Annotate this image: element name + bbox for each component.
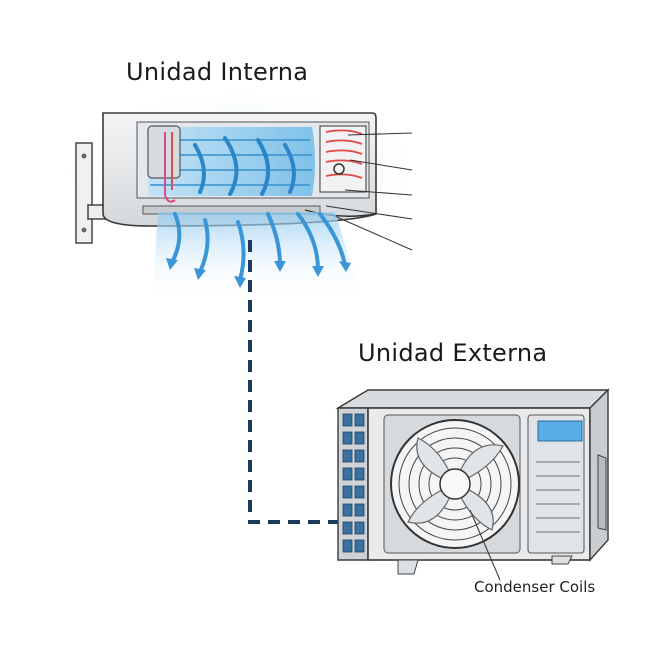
control-board xyxy=(319,125,367,193)
refrigerant-pipe xyxy=(164,132,176,203)
sensor-icon xyxy=(333,163,345,175)
service-valve xyxy=(597,454,607,531)
indoor-unit-label: Unidad Interna xyxy=(126,58,309,86)
coils-callout-line xyxy=(469,509,501,581)
outdoor-side xyxy=(337,407,369,561)
outdoor-unit-label: Unidad Externa xyxy=(358,339,548,367)
airflow-arrows xyxy=(170,212,347,282)
condenser-coils-label: Condenser Coils xyxy=(474,578,596,596)
fan-icon xyxy=(390,419,520,549)
outdoor-top xyxy=(335,389,610,409)
heating-wires xyxy=(325,129,363,179)
outdoor-unit xyxy=(335,388,610,581)
airflow-cone xyxy=(152,212,362,300)
display-panel xyxy=(537,420,583,442)
evaporator-coils xyxy=(148,127,315,196)
foot-right xyxy=(551,555,573,565)
foot-left xyxy=(397,559,419,575)
callout-lines xyxy=(325,132,413,251)
refrigerant-line xyxy=(248,240,355,524)
indoor-unit xyxy=(50,85,430,300)
cold-swirl xyxy=(193,136,296,196)
side-vents xyxy=(342,413,365,553)
